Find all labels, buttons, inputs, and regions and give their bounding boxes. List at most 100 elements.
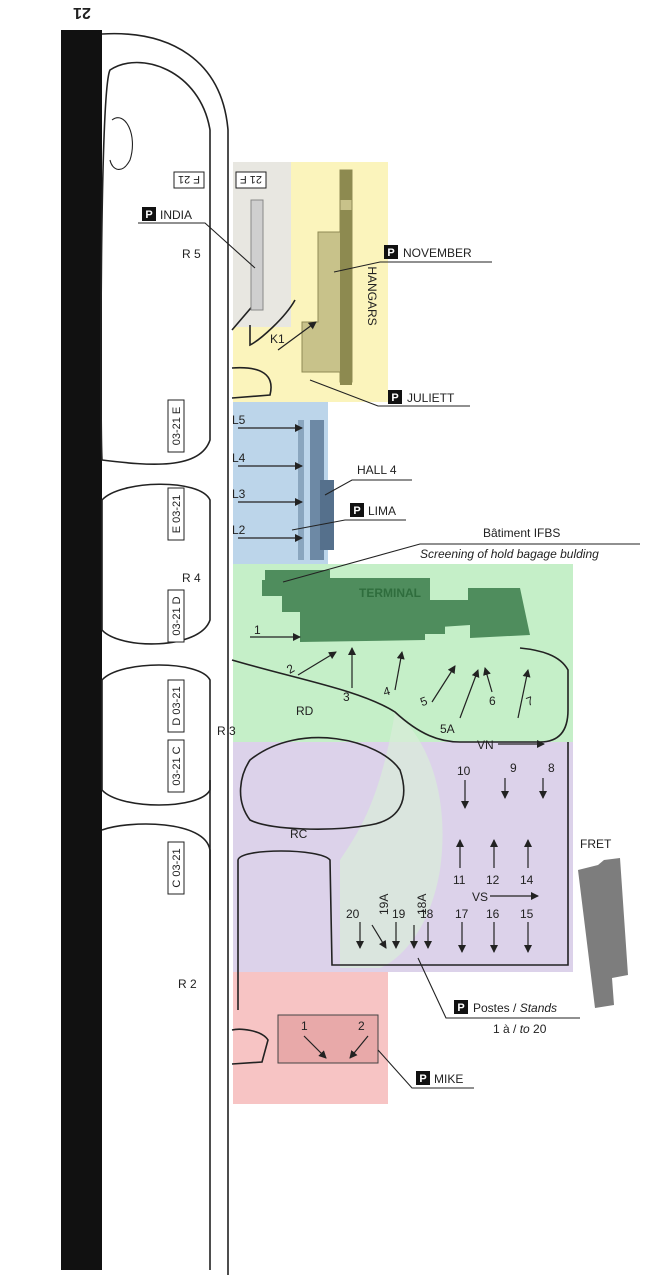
stand-10: 10 [457,764,471,809]
india-stand-strip [250,199,264,311]
stand-17: 17 [455,907,469,953]
stand-19a: 19A [371,894,391,949]
stand-5: 5 [418,665,456,709]
stand-4: 4 [382,651,405,699]
stand-9: 9 [501,761,517,799]
svg-text:LIMA: LIMA [368,504,396,518]
svg-text:JULIETT: JULIETT [407,391,455,405]
svg-text:C 03-21: C 03-21 [171,848,183,887]
apron-tongue [340,712,443,968]
svg-text:21 F: 21 F [240,173,262,185]
svg-text:17: 17 [455,907,469,921]
svg-text:1: 1 [301,1019,308,1033]
taxiway-label-rd: RD [296,704,314,718]
svg-text:2: 2 [358,1019,365,1033]
stand-6: 6 [483,667,496,708]
svg-text:18: 18 [420,907,434,921]
stand-7: 7 [517,669,536,719]
svg-text:Screening of hold bagage buldi: Screening of hold bagage bulding [420,547,599,561]
svg-text:03-21 D: 03-21 D [171,596,183,635]
svg-text:INDIA: INDIA [160,208,192,222]
fret-label: FRET [580,837,612,851]
parking-stands: P Postes / Stands 1 à / to 20 [417,957,580,1036]
holding-point-c0321: C 03-21 [167,841,185,895]
mike-stand-1: 1 [301,1019,327,1059]
svg-text:18A: 18A [415,894,429,915]
ifbs-callout: Bâtiment IFBS Screening of hold bagage b… [282,526,640,583]
svg-text:03-21 C: 03-21 C [171,746,183,785]
runway-designator: 21 [73,4,91,21]
taxiway-rc-link [237,742,569,1010]
stand-12: 12 [486,839,500,887]
holding-point-0321c: 03-21 C [167,739,185,793]
taxiway-link-juliett [231,366,272,399]
svg-text:P: P [145,209,152,221]
lane-l3: L3 [232,487,303,506]
taxiway-label-rc: RC [290,827,308,841]
stand-19: 19 [392,907,406,949]
hangars-label: HANGARS [365,266,379,325]
svg-text:Bâtiment IFBS: Bâtiment IFBS [483,526,560,540]
svg-text:3: 3 [343,690,350,704]
svg-text:L5: L5 [232,413,246,427]
holding-point-f21: F 21 [173,171,205,189]
lane-l2: L2 [232,523,303,542]
svg-text:11: 11 [453,873,466,887]
svg-text:MIKE: MIKE [434,1072,463,1086]
parking-india: P INDIA [138,207,256,269]
terminal-label: TERMINAL [359,586,421,600]
mike-stand-2: 2 [349,1019,369,1059]
hall4-callout: HALL 4 [324,463,412,496]
svg-text:14: 14 [520,873,534,887]
svg-text:E 03-21: E 03-21 [171,495,183,534]
stand-3: 3 [343,647,356,704]
holding-point-e0321: E 03-21 [167,487,185,541]
taxiway-label-r2: R 2 [178,977,197,991]
svg-text:15: 15 [520,907,534,921]
mike-apron-box [277,1014,379,1064]
svg-text:03-21 E: 03-21 E [171,407,183,446]
holding-point-0321e: 03-21 E [167,399,185,453]
svg-text:Postes / Stands: Postes / Stands [473,1001,557,1015]
stand-18a: 18A [410,894,429,949]
svg-text:19A: 19A [377,894,391,915]
svg-text:F 21: F 21 [178,173,200,185]
taxiway-label-k1: K1 [270,332,285,346]
exit-loop-d [101,664,211,806]
runway-strip [61,30,102,1270]
holding-point-21f: 21 F [235,171,267,189]
svg-text:1: 1 [254,623,261,637]
exit-loop-north [100,61,211,465]
holding-point-0321d: 03-21 D [167,589,185,643]
svg-text:L4: L4 [232,451,246,465]
stand-1: 1 [250,623,301,641]
svg-text:8: 8 [548,761,555,775]
taxiway-k1 [249,299,296,347]
terminal-wing-south-2 [352,615,392,627]
hangar-bar-2 [340,210,352,385]
svg-text:P: P [457,1002,464,1014]
taxiway-label-r4: R 4 [182,571,201,585]
parking-lima: P LIMA [291,503,406,531]
terminal-building [265,570,530,642]
svg-text:9: 9 [510,761,517,775]
svg-text:16: 16 [486,907,500,921]
stand-16: 16 [486,907,500,953]
parking-november: P NOVEMBER [333,245,492,273]
exit-loop-e [101,483,211,645]
svg-text:HALL 4: HALL 4 [357,463,397,477]
svg-text:L3: L3 [232,487,246,501]
lane-l5: L5 [232,413,303,432]
exit-loop-north-inner [109,117,134,170]
hall4-annex [320,480,334,550]
svg-text:D 03-21: D 03-21 [171,686,183,725]
stand-18: 18 [420,907,434,949]
svg-text:10: 10 [457,764,471,778]
svg-text:5A: 5A [440,722,455,736]
svg-text:1 à / to 20: 1 à / to 20 [493,1022,547,1036]
terminal-wing-south [400,622,445,634]
svg-text:P: P [353,505,360,517]
taxiway-label-vn: VN [477,738,494,752]
parking-juliett: P JULIETT [309,379,470,407]
svg-text:6: 6 [489,694,496,708]
